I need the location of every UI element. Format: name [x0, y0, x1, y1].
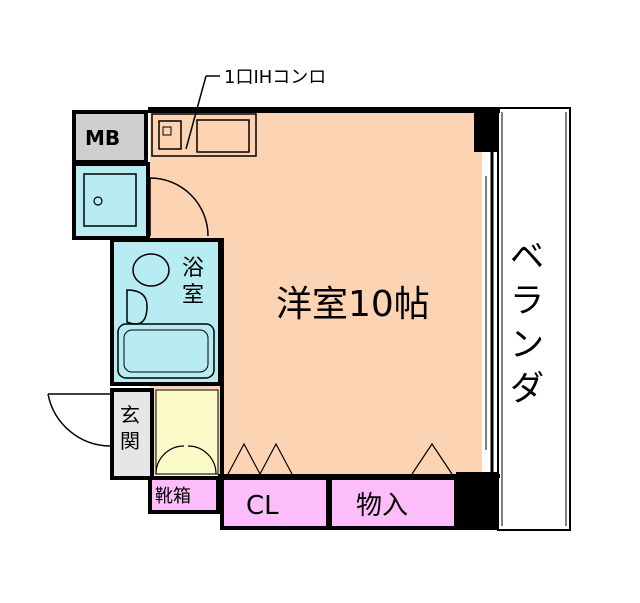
storage-folding-door [411, 442, 453, 475]
stove-label: 1口IHコンロ [224, 67, 326, 88]
western-room-label: 洋室10帖 [276, 284, 430, 325]
veranda-label-1: ベ [510, 237, 544, 277]
veranda-label-2: ラ [510, 281, 544, 321]
toilet-icon [132, 253, 170, 287]
washroom-door-swing [149, 177, 209, 237]
basin-drain-icon [93, 196, 103, 206]
mb-label: MB [85, 126, 120, 150]
hall-door-swing-right [187, 445, 217, 475]
storage-label: 物入 [356, 491, 408, 521]
room-pillar-top-right [474, 108, 498, 152]
ih-stove-icon [158, 120, 182, 150]
entrance-door-swing [47, 393, 111, 447]
veranda-label-3: ン [510, 325, 544, 365]
entrance-floor [110, 388, 154, 480]
shoe-box [148, 476, 220, 514]
veranda-label-4: ダ [510, 369, 544, 409]
bath-label-1: 浴 [182, 256, 204, 281]
veranda-area [497, 107, 571, 531]
bathtub-icon [117, 323, 215, 379]
wash-basin-icon [83, 173, 137, 227]
meter-box [72, 110, 148, 164]
closet-label: CL [246, 491, 279, 521]
hall-door-swing-left [155, 445, 185, 475]
hall-floor [155, 389, 219, 475]
stove-burner-icon [162, 126, 172, 136]
entrance-label-2: 関 [120, 429, 140, 453]
entrance-label-1: 玄 [120, 403, 140, 427]
bathroom-floor [110, 238, 222, 386]
sink-icon [196, 119, 250, 153]
room-pillar-bottom-right [456, 472, 498, 530]
shoe-box-label: 靴箱 [155, 486, 191, 507]
bathtub-inner-icon [123, 329, 209, 373]
bath-label-2: 室 [182, 283, 204, 308]
